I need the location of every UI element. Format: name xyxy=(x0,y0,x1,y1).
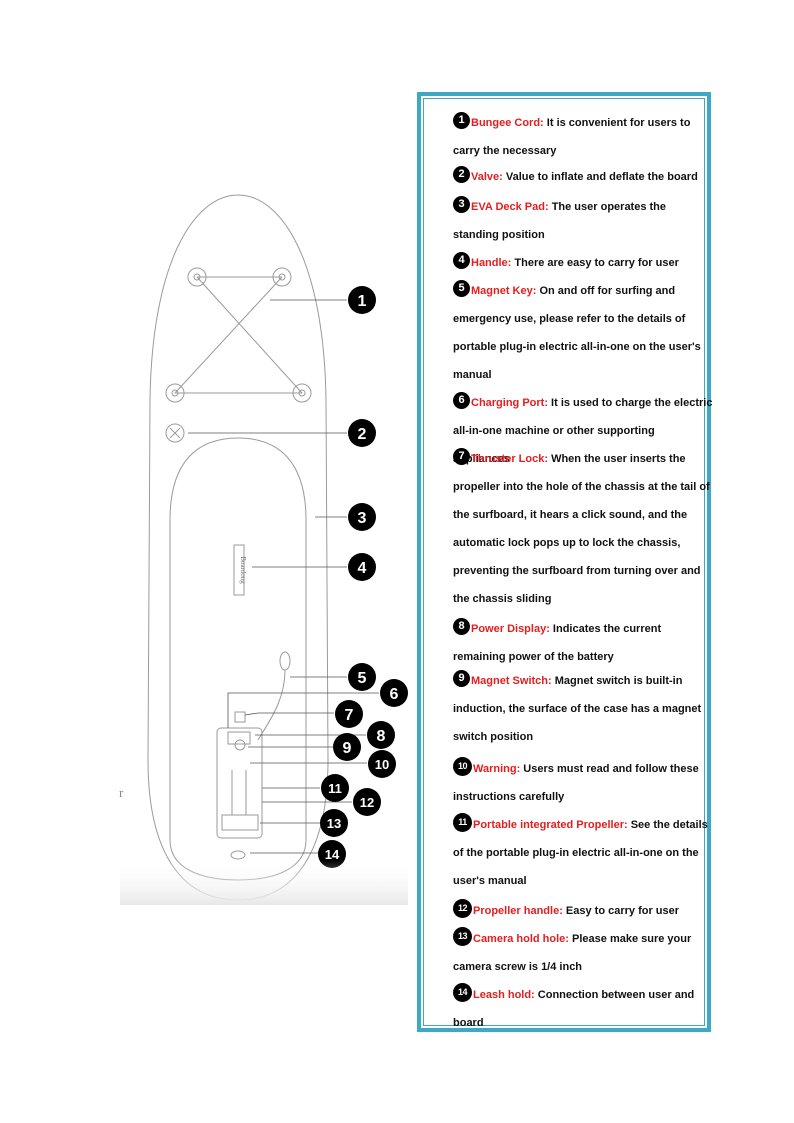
svg-text:12: 12 xyxy=(360,795,374,810)
callout-4: 4 xyxy=(348,553,376,581)
svg-text:10: 10 xyxy=(375,757,389,772)
stray-mark: r xyxy=(119,785,124,800)
valve-icon xyxy=(165,423,185,443)
svg-text:11: 11 xyxy=(328,781,342,796)
callout-5: 5 xyxy=(348,663,376,691)
callout-11: 11 xyxy=(321,774,349,802)
svg-text:3: 3 xyxy=(358,510,367,527)
callout-3: 3 xyxy=(348,503,376,531)
callout-2: 2 xyxy=(348,419,376,447)
board-outline xyxy=(147,194,329,901)
callout-8: 8 xyxy=(367,721,395,749)
callout-9: 9 xyxy=(333,733,361,761)
svg-text:5: 5 xyxy=(358,670,367,687)
sup-board-diagram: Boardong 1 2 3 4 5 6 7 8 9 10 11 12 13 1… xyxy=(120,194,408,905)
callout-6: 6 xyxy=(380,679,408,707)
svg-text:9: 9 xyxy=(343,740,352,757)
callout-12: 12 xyxy=(353,788,381,816)
board-label: Boardong xyxy=(239,556,247,584)
handle-icon xyxy=(233,544,245,596)
callout-10: 10 xyxy=(368,750,396,778)
svg-text:8: 8 xyxy=(377,728,386,745)
svg-text:13: 13 xyxy=(327,816,341,831)
callout-7: 7 xyxy=(335,700,363,728)
callout-1: 1 xyxy=(348,286,376,314)
callout-13: 13 xyxy=(320,809,348,837)
svg-text:1: 1 xyxy=(358,293,367,310)
svg-text:7: 7 xyxy=(345,707,354,724)
svg-text:2: 2 xyxy=(358,426,367,443)
svg-text:14: 14 xyxy=(325,847,340,862)
svg-text:4: 4 xyxy=(358,560,367,577)
svg-text:6: 6 xyxy=(390,686,399,703)
deck-pad xyxy=(169,437,307,881)
